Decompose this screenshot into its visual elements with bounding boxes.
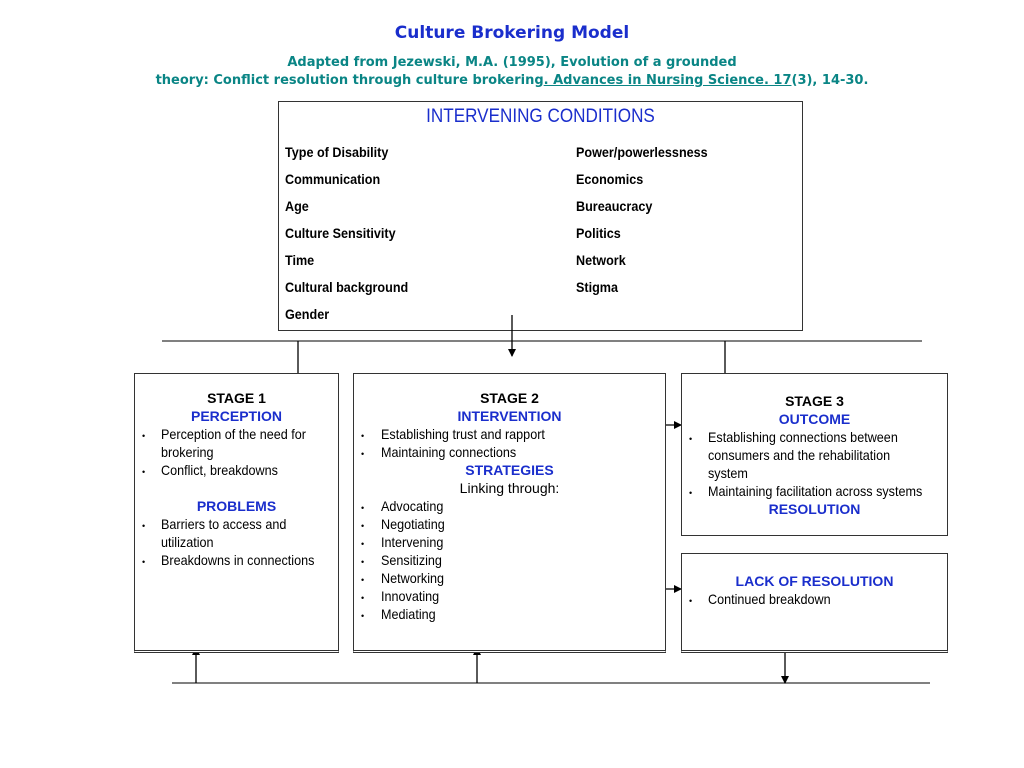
stage3-item: Maintaining facilitation across systems (708, 483, 923, 499)
strategy-item: Innovating (381, 588, 440, 604)
condition-item: Age (285, 198, 309, 214)
bullet-icon: • (361, 539, 365, 549)
stage1-problem: Breakdowns in connections (161, 552, 315, 568)
stage3-item: system (708, 465, 748, 481)
stage2-linking-label: Linking through: (459, 480, 560, 496)
condition-item: Politics (576, 225, 621, 241)
lack-item: Continued breakdown (708, 591, 831, 607)
condition-item: Bureaucracy (576, 198, 653, 214)
stage1-label: PERCEPTION (190, 408, 282, 424)
stage1-problem: Barriers to access and (161, 516, 287, 532)
lack-of-resolution-label: LACK OF RESOLUTION (735, 573, 894, 589)
stage3-item: Establishing connections between (708, 429, 898, 445)
stage3-label: OUTCOME (778, 411, 851, 427)
citation-line-2: theory: Conflict resolution through cult… (0, 73, 1024, 88)
citation-journal: . Advances in Nursing Science. 17 (543, 73, 792, 88)
bullet-icon: • (361, 449, 365, 459)
bullet-icon: • (361, 503, 365, 513)
bullet-icon: • (361, 575, 365, 585)
strategy-item: Sensitizing (381, 552, 442, 568)
bullet-icon: • (689, 434, 693, 444)
stage1-item: Perception of the need for (161, 426, 306, 442)
citation-line-1: Adapted from Jezewski, M.A. (1995), Evol… (287, 55, 737, 70)
bullet-icon: • (361, 557, 365, 567)
stage3-heading: STAGE 3 (785, 393, 844, 409)
condition-item: Type of Disability (285, 144, 389, 160)
intervening-conditions-title: INTERVENING CONDITIONS (426, 106, 655, 127)
strategy-item: Mediating (381, 606, 436, 622)
stage2-label: INTERVENTION (457, 408, 562, 424)
stage3-item: consumers and the rehabilitation (708, 447, 891, 463)
condition-item: Power/powerlessness (576, 144, 708, 160)
lack-of-resolution-box: LACK OF RESOLUTION • Continued breakdown (681, 553, 948, 653)
strategy-item: Negotiating (381, 516, 445, 532)
bullet-icon: • (142, 557, 146, 567)
condition-item: Culture Sensitivity (285, 225, 396, 241)
bullet-icon: • (142, 467, 146, 477)
stage1-problem: utilization (161, 534, 214, 550)
stage2-box: STAGE 2 INTERVENTION • Establishing trus… (353, 373, 666, 653)
strategy-item: Networking (381, 570, 445, 586)
condition-item: Communication (285, 171, 381, 187)
condition-item: Time (285, 252, 315, 268)
stage1-box: STAGE 1 PERCEPTION • Perception of the n… (134, 373, 339, 653)
citation-text: theory: Conflict resolution through cult… (155, 73, 544, 88)
bullet-icon: • (361, 611, 365, 621)
bullet-icon: • (361, 593, 365, 603)
bullet-icon: • (142, 521, 146, 531)
stage1-item: brokering (161, 444, 214, 460)
bullet-icon: • (361, 521, 365, 531)
strategy-item: Advocating (381, 498, 444, 514)
stage3-resolution-label: RESOLUTION (768, 501, 861, 517)
diagram-title: Culture Brokering Model (394, 23, 630, 43)
condition-item: Cultural background (285, 279, 409, 295)
stage1-problems-label: PROBLEMS (196, 498, 277, 514)
stage2-item: Maintaining connections (381, 444, 517, 460)
intervening-conditions-box: INTERVENING CONDITIONS Type of Disabilit… (278, 101, 803, 331)
condition-item: Gender (285, 306, 330, 322)
stage3-box: STAGE 3 OUTCOME • Establishing connectio… (681, 373, 948, 536)
bullet-icon: • (689, 596, 693, 606)
condition-item: Network (576, 252, 626, 268)
bullet-icon: • (361, 431, 365, 441)
strategy-item: Intervening (381, 534, 444, 550)
citation-pages: (3), 14-30. (791, 73, 869, 88)
stage2-strategies-label: STRATEGIES (465, 462, 554, 478)
condition-item: Economics (576, 171, 644, 187)
bullet-icon: • (142, 431, 146, 441)
stage1-heading: STAGE 1 (207, 390, 266, 406)
stage2-heading: STAGE 2 (480, 390, 539, 406)
condition-item: Stigma (576, 279, 619, 295)
stage1-item: Conflict, breakdowns (161, 462, 278, 478)
stage2-item: Establishing trust and rapport (381, 426, 545, 442)
bullet-icon: • (689, 488, 693, 498)
